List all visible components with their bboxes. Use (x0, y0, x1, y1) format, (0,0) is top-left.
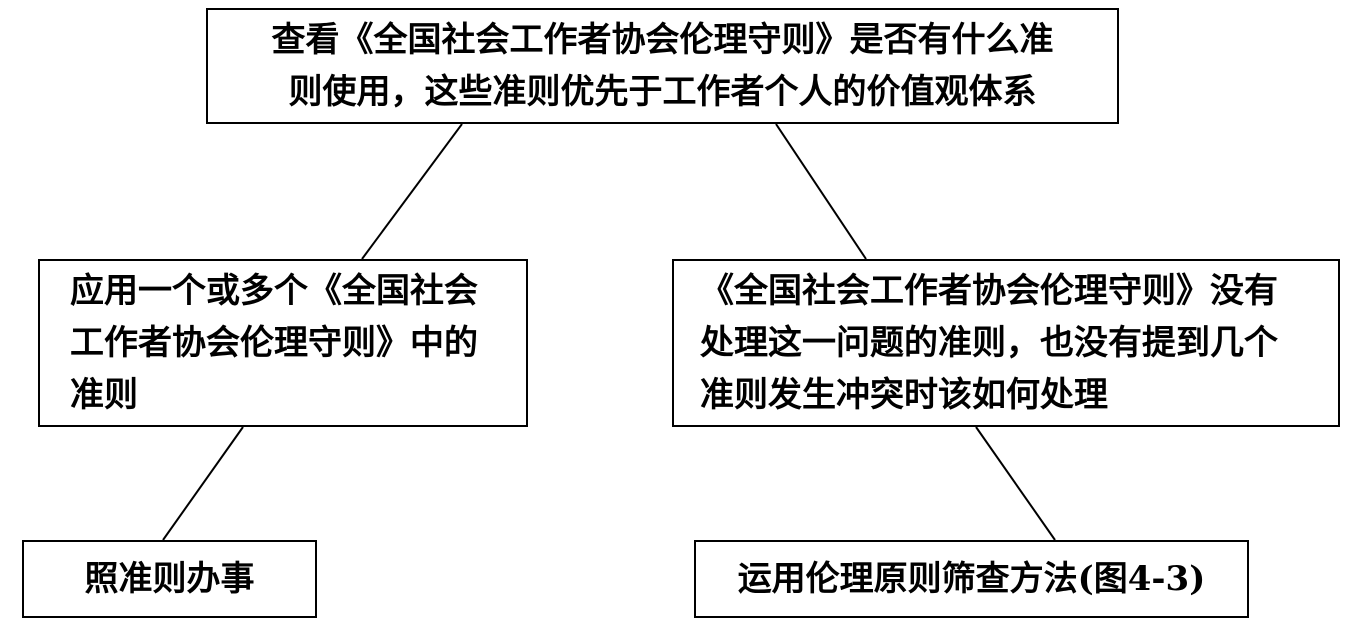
apply-code-box: 应用一个或多个《全国社会 工作者协会伦理守则》中的 准则 (38, 259, 528, 427)
connector-root-to-right (775, 123, 867, 260)
left-line-2: 工作者协会伦理守则》中的 (70, 323, 478, 363)
right-line-2: 处理这一问题的准则，也没有提到几个 (700, 323, 1278, 363)
right-leaf-label: 运用伦理原则筛查方法(图4-3) (737, 559, 1206, 599)
root-line-2: 则使用，这些准则优先于工作者个人的价值观体系 (288, 72, 1037, 112)
left-line-1: 应用一个或多个《全国社会 (70, 271, 478, 311)
root-decision-box: 查看《全国社会工作者协会伦理守则》是否有什么准 则使用，这些准则优先于工作者个人… (206, 8, 1119, 124)
connector-left-to-leaf (162, 426, 244, 541)
connector-root-to-left (361, 123, 463, 260)
connector-right-to-leaf (975, 426, 1056, 541)
ethical-screening-box: 运用伦理原则筛查方法(图4-3) (694, 540, 1249, 618)
no-applicable-code-box: 《全国社会工作者协会伦理守则》没有 处理这一问题的准则，也没有提到几个 准则发生… (672, 259, 1340, 427)
left-leaf-label: 照准则办事 (84, 559, 255, 599)
follow-code-box: 照准则办事 (22, 540, 317, 618)
left-line-3: 准则 (70, 375, 138, 415)
root-line-1: 查看《全国社会工作者协会伦理守则》是否有什么准 (271, 20, 1054, 60)
right-line-1: 《全国社会工作者协会伦理守则》没有 (700, 271, 1278, 311)
right-line-3: 准则发生冲突时该如何处理 (700, 375, 1108, 415)
